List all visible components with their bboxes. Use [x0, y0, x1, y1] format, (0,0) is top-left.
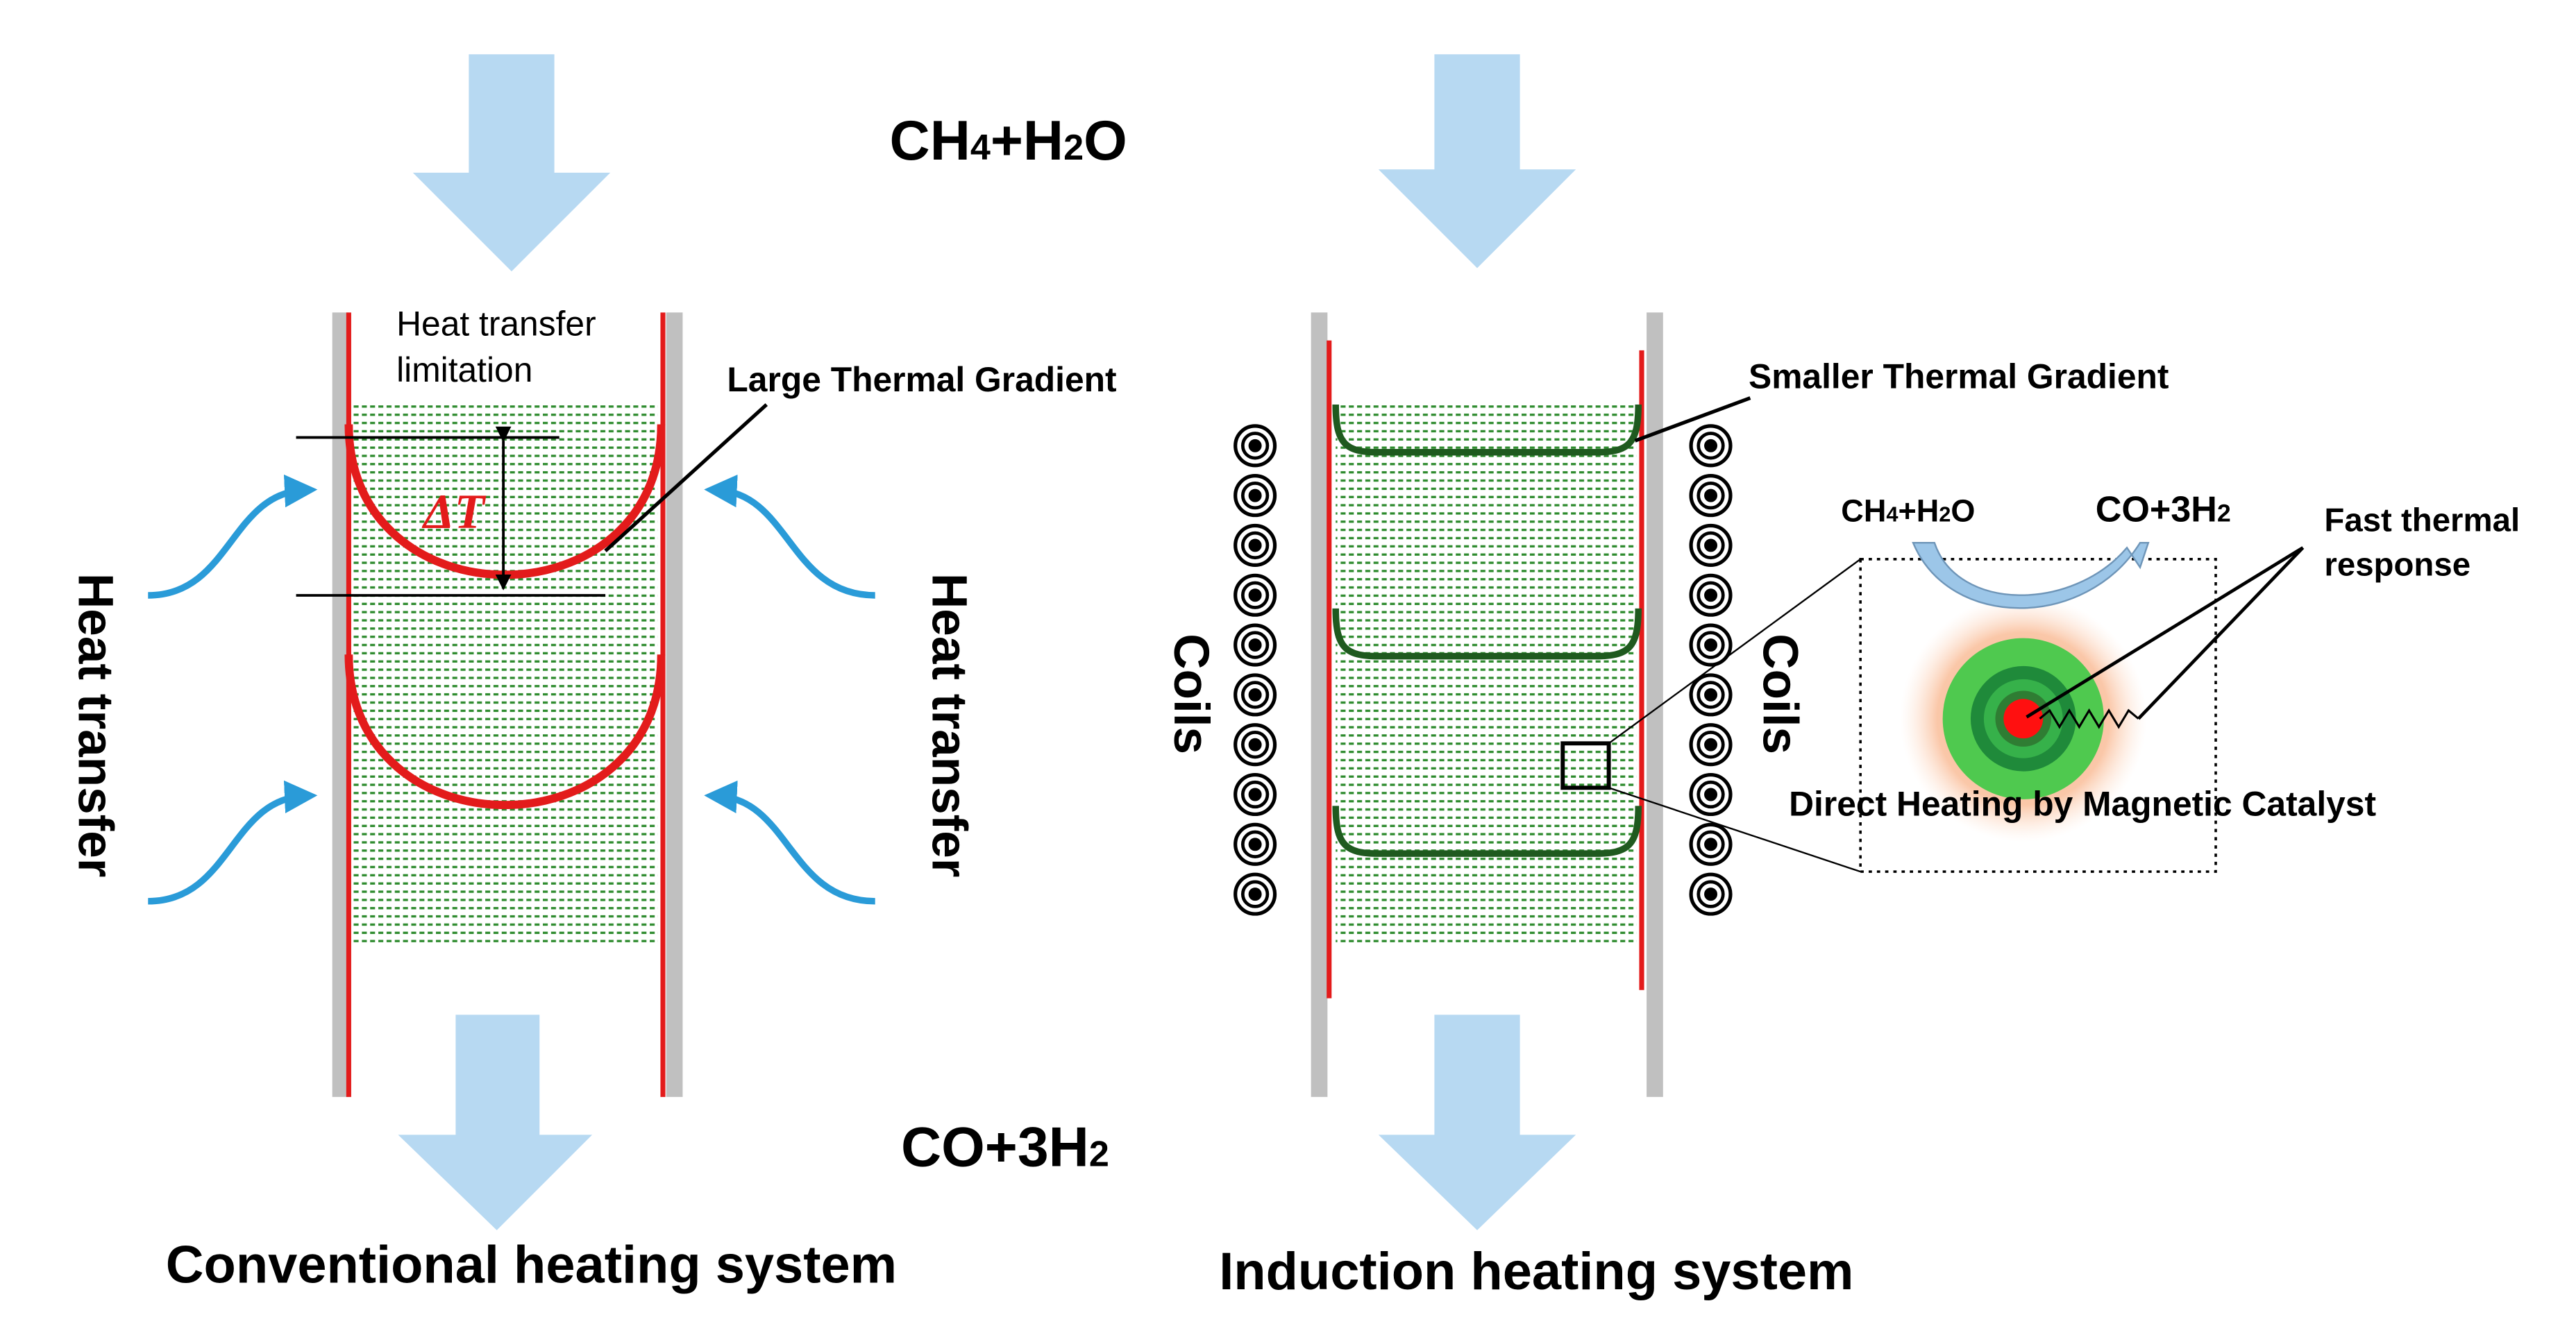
heat-transfer-right-label: Heat transfer [922, 573, 977, 878]
catalyst-inset: CH4+H2O CO+3H2 Fast thermal response Dir… [1789, 489, 2529, 873]
coil-icon [1689, 424, 1733, 468]
reactor-wall-left [1311, 312, 1328, 1097]
coil-icon [1689, 623, 1733, 667]
fast-response-pointer-1 [2026, 546, 2304, 719]
smaller-gradient-label: Smaller Thermal Gradient [1749, 357, 2169, 396]
coil-icon [1689, 723, 1733, 767]
coil-icon [1234, 673, 1277, 717]
heat-zigzag [2039, 708, 2139, 729]
induction-caption: Induction heating system [1219, 1242, 1853, 1301]
coil-icon [1689, 822, 1733, 866]
coil-icon [1234, 573, 1277, 617]
outlet-arrow-right [1378, 1014, 1576, 1230]
packed-bed [1336, 402, 1637, 946]
coil-column-left [1234, 424, 1277, 916]
inlet-arrow-right [1378, 54, 1576, 269]
temperature-profile-3 [1332, 806, 1642, 857]
reactor-wall-left [332, 312, 349, 1097]
catalyst-particle-marker [1560, 741, 1611, 790]
heat-arrow-left-lower [148, 780, 318, 905]
large-gradient-label: Large Thermal Gradient [727, 360, 1116, 399]
coil-icon [1234, 474, 1277, 518]
fast-response-pointer-2 [2137, 546, 2305, 720]
direct-heating-label: Direct Heating by Magnetic Catalyst [1789, 785, 2376, 824]
coil-icon [1689, 523, 1733, 567]
conventional-reactor: ΔT Heat transfer limitation Large Therma… [68, 304, 1117, 1097]
limitation-label: Heat transfer limitation [396, 304, 605, 389]
large-gradient-pointer [604, 403, 768, 552]
coil-icon [1234, 772, 1277, 817]
coil-icon [1234, 523, 1277, 567]
temperature-profile-lower [344, 654, 666, 809]
coil-icon [1689, 573, 1733, 617]
zoom-line-top [1608, 558, 1861, 745]
coil-icon [1689, 474, 1733, 518]
coils-left-label: Coils [1163, 634, 1218, 754]
fast-response-label: Fast thermal response [2324, 502, 2529, 584]
inset-frame [1859, 558, 2217, 873]
coil-icon [1234, 723, 1277, 767]
coil-icon [1234, 872, 1277, 916]
delta-t-label: ΔT [421, 485, 487, 539]
coil-column-right [1689, 424, 1733, 916]
inset-reactant-label: CH4+H2O [1841, 493, 1975, 528]
catalyst-core [2003, 699, 2044, 739]
heat-arrow-left-upper [148, 474, 318, 599]
outlet-label: CO+3H2 [901, 1116, 1109, 1178]
heat-arrow-right-upper [704, 474, 875, 599]
inlet-arrow-left [412, 54, 611, 272]
temperature-profile-1 [1332, 405, 1642, 456]
heat-transfer-left-label: Heat transfer [68, 573, 123, 878]
reactor-wall-right [1647, 312, 1663, 1097]
zoom-line-bottom [1608, 787, 1861, 873]
coil-icon [1689, 772, 1733, 817]
coil-icon [1689, 872, 1733, 916]
flow-arrows [398, 54, 1576, 1230]
coils-right-label: Coils [1752, 634, 1807, 754]
conventional-caption: Conventional heating system [166, 1236, 897, 1295]
inset-product-label: CO+3H2 [2096, 489, 2231, 529]
smaller-gradient-pointer [1634, 396, 1751, 443]
coil-icon [1234, 822, 1277, 866]
coil-icon [1234, 424, 1277, 468]
packed-bed [353, 402, 658, 946]
heat-arrow-right-lower [704, 780, 875, 905]
coil-icon [1234, 623, 1277, 667]
inlet-label: CH4+H2O [890, 110, 1127, 172]
temperature-profile-2 [1332, 608, 1642, 660]
outlet-arrow-left [398, 1014, 593, 1230]
induction-reactor: Smaller Thermal Gradient Coils Coils CH4… [1163, 312, 2529, 1097]
reaction-curve-arrow [1912, 541, 2150, 609]
coil-icon [1689, 673, 1733, 717]
reactor-wall-right [666, 312, 683, 1097]
